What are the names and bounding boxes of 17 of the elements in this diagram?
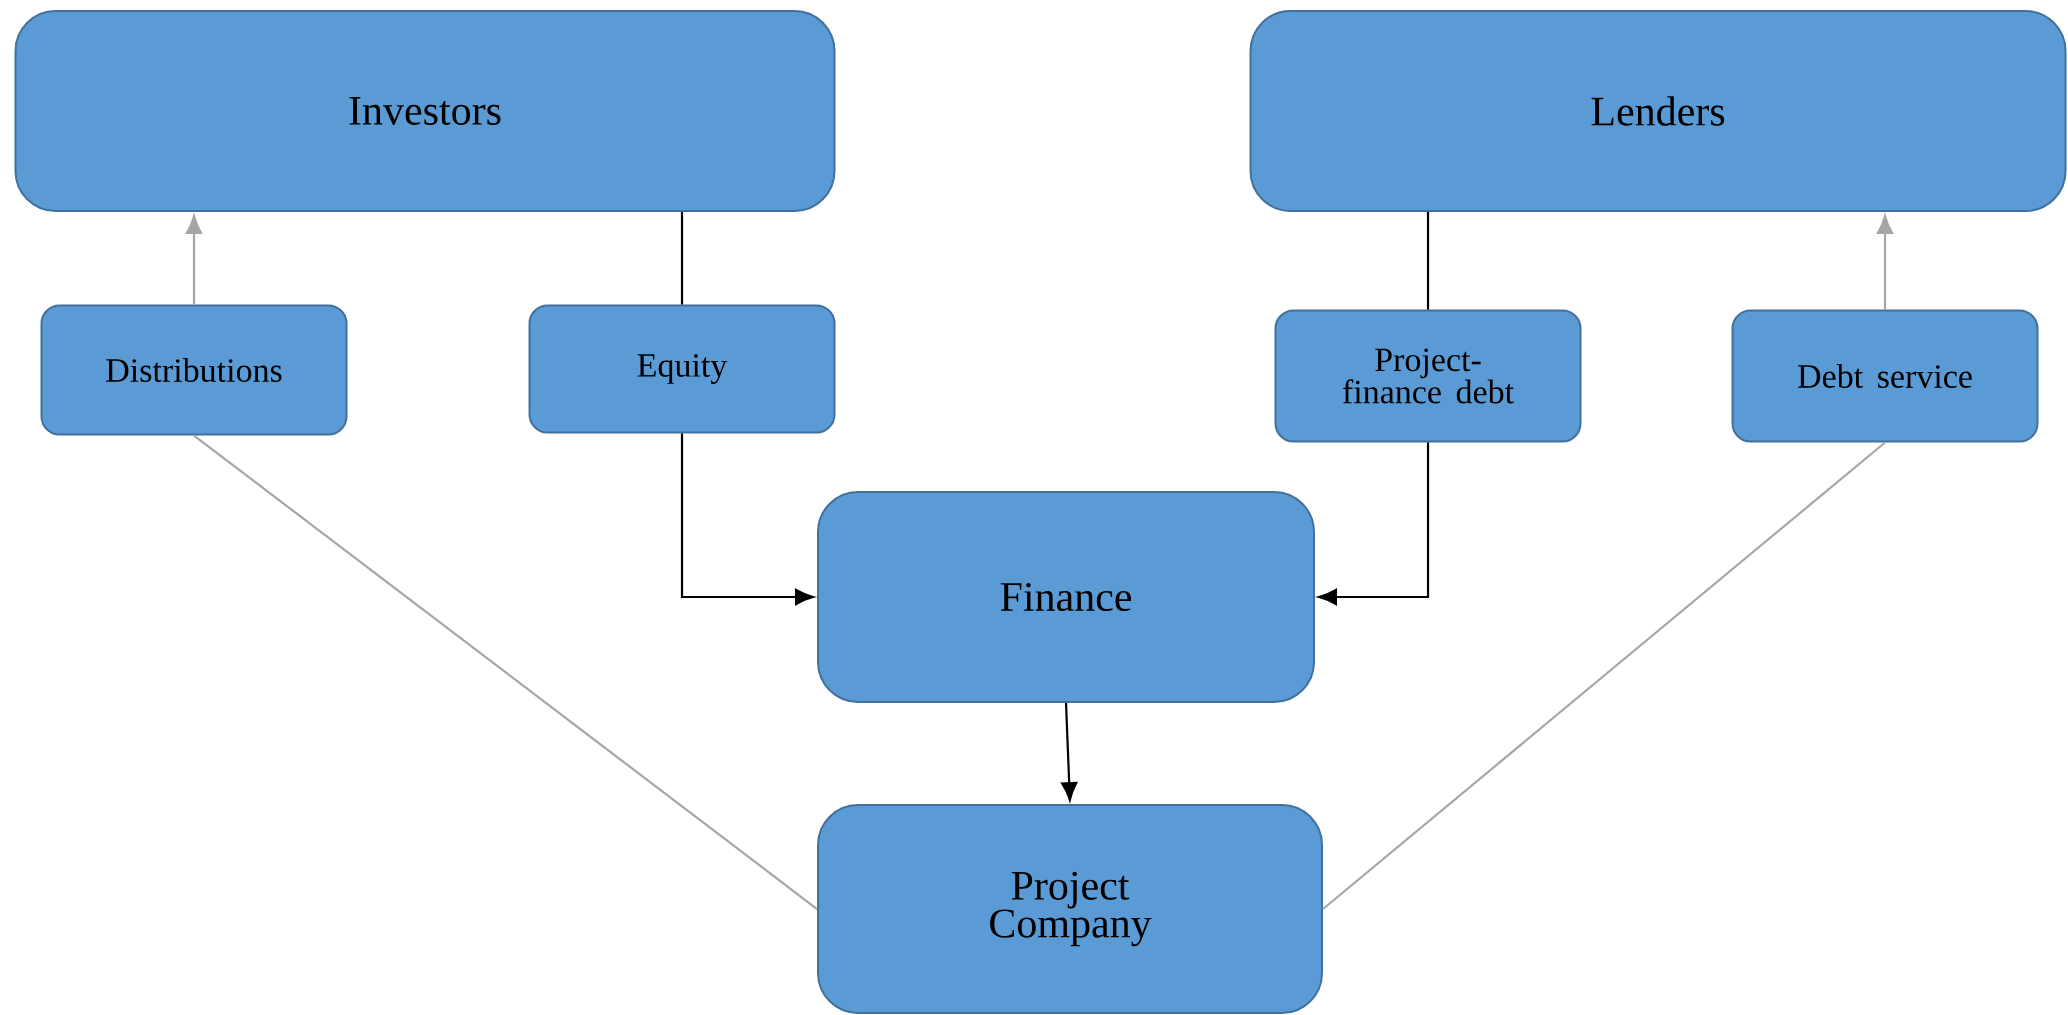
connector-line: [1426, 212, 1430, 310]
arrow: [1318, 442, 1430, 606]
item-box: Equity: [528, 304, 836, 434]
arrow: [1876, 215, 1894, 310]
connector-line: [193, 434, 818, 910]
connector-line: [680, 212, 684, 305]
arrow: [1061, 702, 1078, 801]
item-box: Project-finance debt: [1274, 309, 1582, 443]
item-box: Distributions: [40, 304, 348, 436]
item-box: Debt service: [1731, 309, 2039, 443]
group-box: Finance: [817, 491, 1315, 703]
arrow: [680, 433, 814, 606]
group-box: Project Company: [817, 804, 1323, 1014]
group-box: Lenders: [1249, 10, 2067, 212]
group-box: Investors: [14, 10, 836, 212]
connector-line: [1322, 441, 1886, 910]
arrow: [185, 215, 203, 305]
